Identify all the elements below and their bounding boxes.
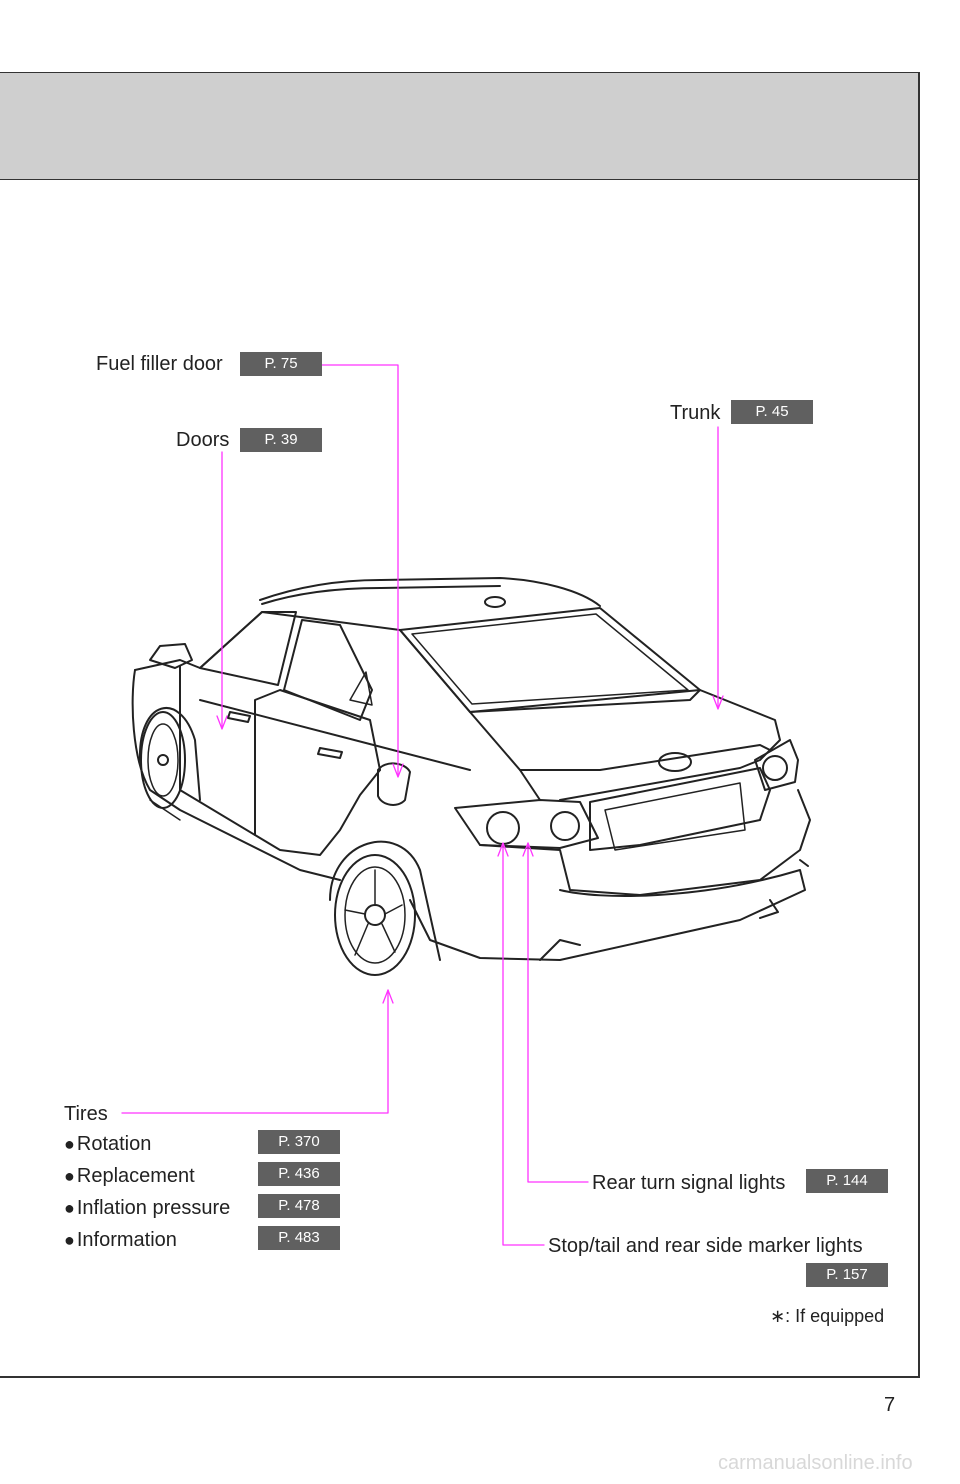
tires-information-item: ●Information: [64, 1228, 177, 1252]
stop-tail-page-badge[interactable]: P. 157: [806, 1263, 888, 1287]
frame-right-border: [918, 72, 920, 1378]
replacement-page-badge[interactable]: P. 436: [258, 1162, 340, 1186]
rear-turn-signal-page-badge[interactable]: P. 144: [806, 1169, 888, 1193]
information-page-badge[interactable]: P. 483: [258, 1226, 340, 1250]
tires-label: Tires: [64, 1103, 108, 1125]
trunk-label: Trunk: [670, 402, 721, 424]
inflation-label: Inflation pressure: [76, 1197, 231, 1219]
header-band: [0, 72, 919, 180]
information-label: Information: [76, 1229, 177, 1251]
fuel-filler-door-label: Fuel filler door: [96, 353, 223, 375]
doors-page-badge[interactable]: P. 39: [240, 428, 322, 452]
bullet-icon: ●: [64, 1166, 75, 1186]
frame-bottom-border: [0, 1376, 919, 1378]
fuel-filler-door-page-badge[interactable]: P. 75: [240, 352, 322, 376]
footnote-if-equipped: ∗: If equipped: [770, 1306, 885, 1326]
rotation-label: Rotation: [76, 1133, 152, 1155]
replacement-label: Replacement: [76, 1165, 195, 1187]
watermark: carmanualsonline.info: [718, 1452, 913, 1474]
rotation-page-badge[interactable]: P. 370: [258, 1130, 340, 1154]
rear-turn-signal-label: Rear turn signal lights: [592, 1172, 786, 1194]
tires-replacement-item: ●Replacement: [64, 1164, 195, 1188]
bullet-icon: ●: [64, 1230, 75, 1250]
tires-inflation-item: ●Inflation pressure: [64, 1196, 230, 1220]
stop-tail-label: Stop/tail and rear side marker lights: [548, 1235, 863, 1257]
tires-rotation-item: ●Rotation: [64, 1132, 151, 1156]
bullet-icon: ●: [64, 1134, 75, 1154]
trunk-page-badge[interactable]: P. 45: [731, 400, 813, 424]
page-number: 7: [884, 1394, 896, 1416]
bullet-icon: ●: [64, 1198, 75, 1218]
doors-label: Doors: [176, 429, 230, 451]
inflation-page-badge[interactable]: P. 478: [258, 1194, 340, 1218]
